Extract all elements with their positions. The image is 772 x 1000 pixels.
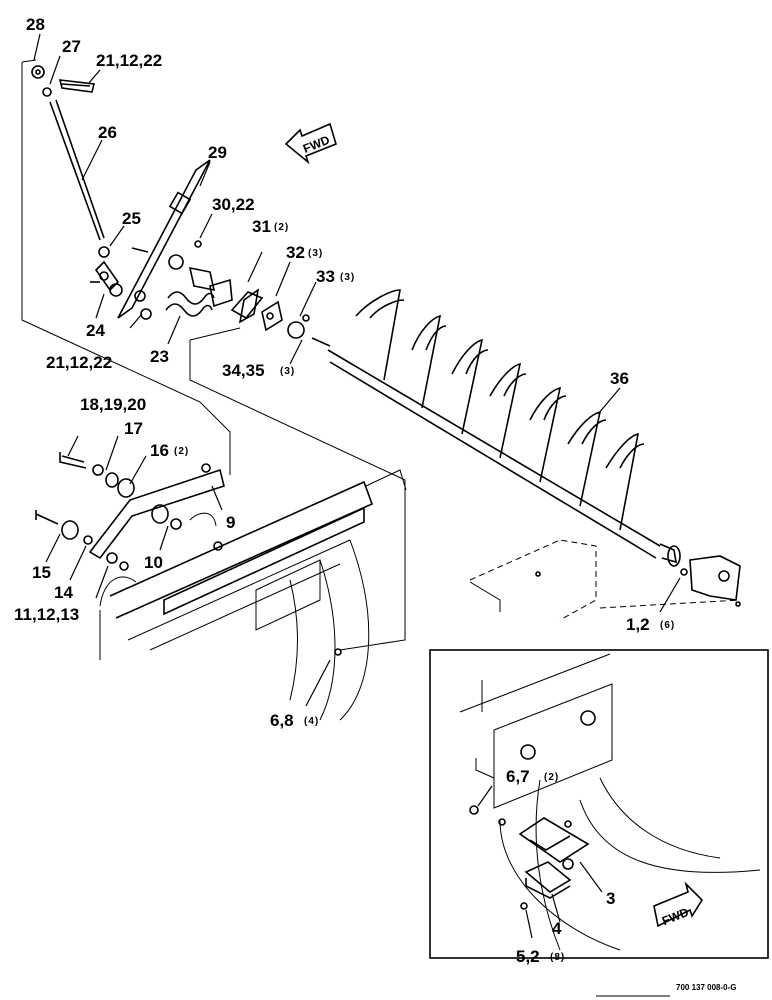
label-16: 16 (150, 441, 169, 460)
label-21-12-22-bottom: 21,12,22 (46, 353, 112, 372)
label-16-qty: (2) (174, 446, 189, 457)
label-14: 14 (54, 583, 73, 602)
fwd-arrow-icon (284, 122, 337, 165)
label-25: 25 (122, 209, 141, 228)
label-15: 15 (32, 563, 51, 582)
label-33: 33 (316, 267, 335, 286)
label-33-qty: (3) (340, 272, 355, 283)
label-6-7: 6,7 (506, 767, 530, 786)
frame-lines (21, 59, 741, 651)
lever-assembly (35, 452, 225, 571)
label-11-12-13: 11,12,13 (14, 605, 79, 624)
svg-text:FWD: FWD (660, 905, 691, 928)
fwd-arrow-top: FWD (284, 122, 337, 165)
label-6-7-qty: (2) (544, 772, 559, 783)
fwd-arrow-inset: FWD (653, 881, 704, 928)
label-1-2-qty: (6) (660, 620, 675, 631)
label-27: 27 (62, 37, 81, 56)
rotor-tines (327, 289, 741, 607)
label-17: 17 (124, 419, 143, 438)
label-29: 29 (208, 143, 227, 162)
label-31-qty: (2) (274, 222, 289, 233)
label-34-35: 34,35 (222, 361, 265, 380)
label-4: 4 (552, 919, 562, 938)
label-21-12-22-top: 21,12,22 (96, 51, 162, 70)
leader-arrows (33, 33, 681, 939)
label-9: 9 (226, 513, 235, 532)
label-1-2: 1,2 (626, 615, 650, 634)
label-3: 3 (606, 889, 615, 908)
label-32: 32 (286, 243, 305, 262)
label-26: 26 (98, 123, 117, 142)
label-28: 28 (26, 15, 45, 34)
fwd-arrow-icon (653, 881, 704, 928)
label-31: 31 (252, 217, 271, 236)
link-rod-assembly (31, 65, 152, 320)
label-5-2: 5,2 (516, 947, 540, 966)
label-23: 23 (150, 347, 169, 366)
label-36: 36 (610, 369, 629, 388)
label-24: 24 (86, 321, 105, 340)
arm-spring-assembly (117, 159, 331, 347)
label-34-35-qty: (3) (280, 366, 295, 377)
figure-id: 700 137 008-0-G (676, 983, 737, 992)
label-32-qty: (3) (308, 248, 323, 259)
label-30-22: 30,22 (212, 195, 255, 214)
label-5-2-qty: (8) (550, 952, 565, 963)
frame-housing (99, 469, 597, 721)
label-10: 10 (144, 553, 163, 572)
callout-labels: 28 27 21,12,22 26 29 25 30,22 31 (2) 32 … (14, 15, 675, 966)
label-6-8: 6,8 (270, 711, 294, 730)
label-6-8-qty: (4) (304, 716, 319, 727)
inset-panel (429, 649, 769, 959)
label-18-19-20: 18,19,20 (80, 395, 146, 414)
